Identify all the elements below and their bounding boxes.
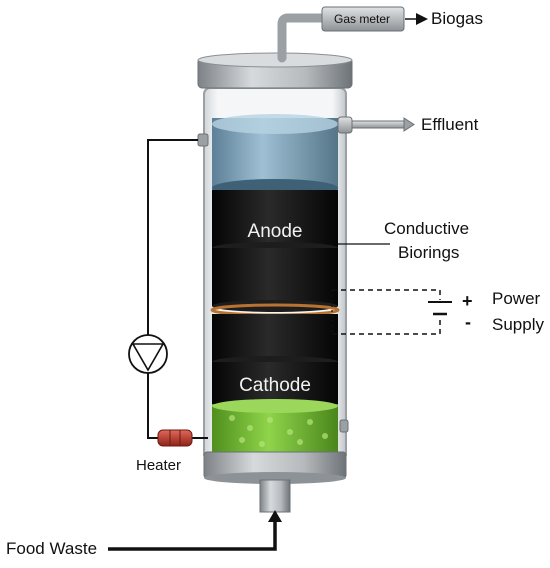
gas-meter-label: Gas meter (334, 12, 391, 26)
recirc-line-top (147, 139, 198, 336)
anode-ring-upper (212, 190, 338, 248)
heater-label: Heater (136, 457, 182, 474)
effluent-label: Effluent (421, 115, 479, 134)
effluent-pipe (351, 120, 405, 129)
biogas-label: Biogas (431, 9, 483, 28)
food-waste-label: Food Waste (6, 539, 98, 558)
power-wire-positive (332, 289, 441, 300)
power-wire-negative (332, 318, 441, 335)
pump-icon (128, 334, 168, 374)
cathode-ring-lower (212, 362, 338, 406)
minus-sign: - (465, 312, 471, 332)
effluent-arrow (403, 117, 415, 132)
food-waste-line (108, 520, 277, 551)
gas-meter-box (321, 6, 405, 32)
inlet-pipe (259, 479, 291, 513)
cathode-label: Cathode (239, 375, 311, 396)
plus-sign: + (462, 291, 473, 311)
heater-element (157, 429, 193, 447)
biorings-label: Biorings (398, 243, 460, 262)
food-waste-arrowhead (268, 510, 282, 522)
power-label: Power (492, 289, 541, 308)
recirc-line-bottom (147, 372, 160, 439)
anode-ring-lower (212, 248, 338, 306)
conductive-label: Conductive (384, 219, 470, 238)
biogas-pipe (277, 13, 327, 63)
anode-label: Anode (247, 221, 303, 242)
supply-label: Supply (492, 315, 544, 334)
cathode-ring-upper (212, 314, 338, 362)
